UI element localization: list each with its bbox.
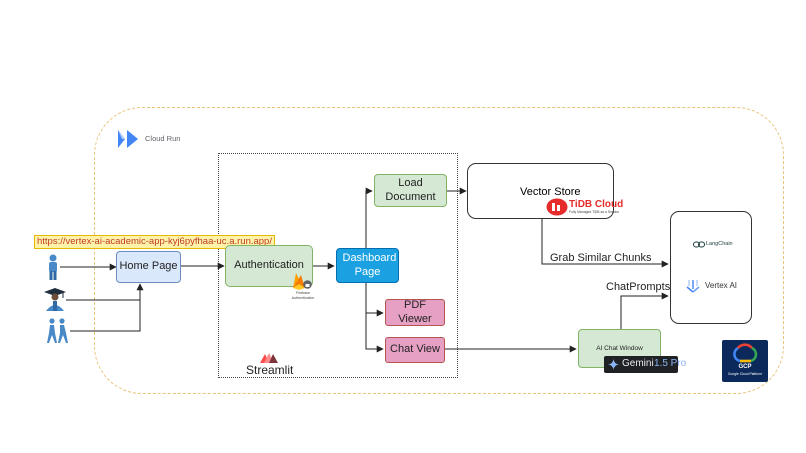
edge-label-grab-chunks: Grab Similar Chunks: [550, 252, 652, 264]
authentication-label: Authentication: [234, 259, 304, 272]
vertex-ai-icon: [686, 280, 700, 293]
streamlit-label: Streamlit: [246, 363, 294, 377]
dashboard-page-label: Dashboard Page: [342, 251, 397, 278]
edge-aiwindow-llm: [620, 292, 669, 329]
edge-pdf-chat: [365, 313, 384, 353]
app-url-banner[interactable]: https://vertex-ai-academic-app-kyj6pyfha…: [34, 235, 275, 249]
chat-view-node[interactable]: Chat View: [385, 337, 445, 363]
graduate-icon: [44, 288, 66, 311]
firebase-caption: Firebase Authentication: [291, 291, 315, 300]
home-page-label: Home Page: [119, 260, 178, 273]
tidb-brand: TiDB Cloud: [569, 199, 624, 210]
edge-label-chat-prompts: ChatPrompts: [606, 281, 671, 293]
home-page-node[interactable]: Home Page: [116, 251, 181, 283]
gcp-title: GCP: [738, 364, 752, 370]
edge-user2-home: [66, 283, 144, 301]
streamlit-icon: [260, 353, 278, 363]
gemini-badge: Gemini 1.5 Pro: [604, 356, 686, 373]
vector-store-node[interactable]: Vector Store TiDB Cloud Fully Managed Ti…: [467, 163, 623, 219]
gcp-logo: GCP Google Cloud Platform: [722, 340, 768, 382]
chat-view-label: Chat View: [390, 343, 440, 356]
cloud-run-icon: [118, 130, 138, 148]
vector-store-label: Vector Store: [520, 186, 581, 198]
pdf-viewer-label: PDF Viewer: [398, 298, 432, 325]
gcp-icon: [733, 343, 758, 363]
edge-dashboard-load: [365, 187, 373, 248]
ai-chat-window-label: AI Chat Window: [596, 345, 643, 352]
firebase-badge: Firebase Authentication: [288, 272, 318, 302]
cloud-run-logo: Cloud Run: [108, 124, 188, 154]
load-document-node[interactable]: Load Document: [374, 174, 447, 207]
cloud-run-label: Cloud Run: [145, 134, 181, 143]
load-document-label: Load Document: [385, 176, 436, 203]
person-icon: [49, 254, 57, 280]
vertex-ai-label: Vertex AI: [705, 281, 738, 290]
cloud-run-container: [94, 107, 784, 394]
tidb-icon: [546, 198, 568, 216]
gemini-sparkle-icon: [608, 359, 619, 370]
firebase-icon: [293, 273, 305, 290]
dashboard-page-node[interactable]: Dashboard Page: [336, 248, 399, 283]
gcp-subtitle: Google Cloud Platform: [727, 372, 763, 376]
edge-dashboard-pdf: [365, 283, 384, 317]
gemini-version: 1.5 Pro: [654, 358, 687, 369]
lock-icon: [303, 280, 312, 289]
edge-user3-home: [70, 300, 141, 332]
gemini-brand: Gemini: [622, 358, 654, 369]
tidb-tagline: Fully Managed TiDB as a Service: [569, 210, 620, 214]
langchain-label: LangChain: [706, 241, 733, 247]
llm-services-node[interactable]: LangChain Vertex AI: [670, 211, 752, 324]
pdf-viewer-node[interactable]: PDF Viewer: [385, 299, 445, 326]
langchain-icon: [693, 241, 705, 248]
edge-vector-llm: [541, 219, 669, 268]
hikers-icon: [47, 318, 68, 343]
